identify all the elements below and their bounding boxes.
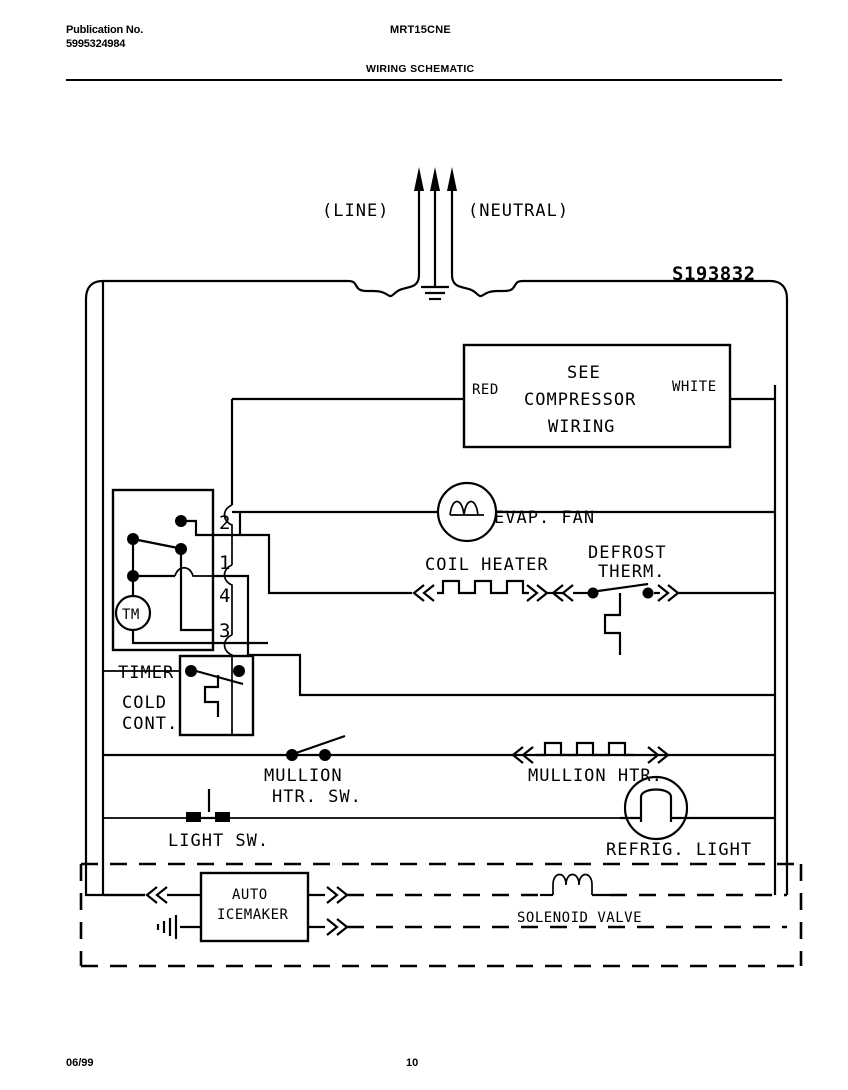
- cold-control: COLD CONT.: [122, 654, 255, 737]
- compressor-box-line1: SEE: [567, 363, 601, 383]
- chassis-ground-icon: [156, 915, 178, 939]
- neutral-label: (NEUTRAL): [468, 201, 569, 221]
- drawing-id: S193832: [672, 263, 756, 285]
- footer-page-number: 10: [406, 1057, 419, 1069]
- icemaker-optional-section: AUTO ICEMAKER: [79, 855, 803, 968]
- footer-date: 06/99: [66, 1057, 94, 1069]
- timer-terminal-3: 3: [219, 620, 230, 642]
- coil-heater: [272, 579, 563, 602]
- coil-heater-label: COIL HEATER: [425, 555, 549, 575]
- auto-icemaker-line2: ICEMAKER: [217, 907, 289, 923]
- cabinet-outline: [84, 274, 789, 855]
- solenoid-valve-label: SOLENOID VALVE: [517, 910, 642, 926]
- compressor-box-line2: COMPRESSOR: [524, 390, 636, 410]
- light-switch-label: LIGHT SW.: [168, 831, 269, 851]
- white-wire-label: WHITE: [672, 379, 717, 395]
- auto-icemaker-line1: AUTO: [232, 887, 268, 903]
- solenoid-valve: SOLENOID VALVE: [517, 873, 787, 926]
- mullion-htr-label: MULLION HTR.: [528, 766, 663, 786]
- timer-motor-label: TM: [122, 607, 140, 623]
- line-label: (LINE): [322, 201, 389, 221]
- defrost-thermostat: [551, 582, 775, 655]
- cold-control-line1: COLD: [122, 693, 167, 713]
- publication-number: 5995324984: [66, 38, 126, 50]
- mullion-htr-sw-line1: MULLION: [264, 766, 343, 786]
- model-number: MRT15CNE: [390, 24, 451, 36]
- defrost-therm-line2: THERM.: [598, 562, 665, 582]
- refrig-light-label: REFRIG. LIGHT: [606, 840, 752, 860]
- defrost-therm-line1: DEFROST: [588, 543, 667, 563]
- header-divider: [66, 79, 782, 81]
- refrig-light: REFRIG. LIGHT: [606, 775, 775, 860]
- timer-column-wiring: [192, 399, 775, 736]
- wiring-schematic-drawing: (LINE) (NEUTRAL) S193832 SEE COMPRESSOR …: [79, 167, 803, 968]
- mullion-heater-switch: MULLION HTR. SW.: [264, 734, 362, 807]
- timer-terminal-1: 1: [219, 552, 230, 574]
- compressor-box-line3: WIRING: [548, 417, 615, 437]
- mullion-htr-sw-line2: HTR. SW.: [272, 787, 362, 807]
- publication-label: Publication No.: [66, 24, 144, 36]
- timer-terminal-4: 4: [219, 585, 230, 607]
- timer: TM TIMER: [111, 488, 215, 683]
- timer-label: TIMER: [118, 663, 174, 683]
- cold-control-line2: CONT.: [122, 714, 178, 734]
- timer-terminal-2: 2: [219, 512, 230, 534]
- line-supply-arrow: [414, 167, 424, 275]
- compressor-wiring-box: SEE COMPRESSOR WIRING RED WHITE: [462, 343, 732, 449]
- ground-supply-arrow: [430, 167, 440, 287]
- mullion-heater: MULLION HTR.: [511, 741, 670, 786]
- earth-ground-icon: [421, 285, 449, 301]
- light-switch: LIGHT SW.: [168, 789, 269, 851]
- red-wire-label: RED: [472, 382, 499, 398]
- neutral-supply-arrow: [447, 167, 457, 275]
- page-title: WIRING SCHEMATIC: [366, 63, 475, 75]
